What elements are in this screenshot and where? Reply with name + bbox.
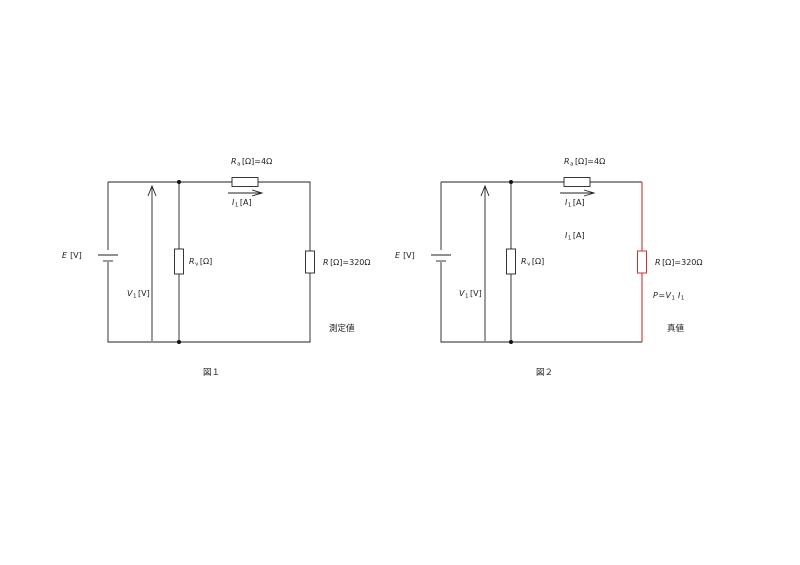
junction-node [177,340,181,344]
resistor-rv [506,248,516,275]
label-r: R[Ω]=320Ω [655,258,703,267]
label-i1-mid: I1[A] [565,231,585,242]
figure-caption: 図２ [536,368,553,378]
annotation-true-value: 真値 [667,323,685,334]
battery-symbol [98,254,118,262]
label-e: E[V] [62,251,82,260]
voltage-arrow [480,184,490,341]
battery-symbol [431,254,451,262]
resistor-r [637,250,647,274]
current-arrow [228,189,264,197]
annotation-measured: 測定値 [329,323,355,334]
label-i1: I1[A] [232,198,252,209]
label-i1-top: I1[A] [565,198,585,209]
figure-2: Ra[Ω]=4Ω I1[A] I1[A] E[V] Rv[Ω] V1[V] R[… [395,157,703,378]
current-arrow [560,189,596,197]
figure-2-wires [440,181,643,343]
label-ra: Ra[Ω]=4Ω [564,157,605,168]
resistor-r [305,250,315,274]
figure-1-wires [107,181,311,343]
junction-node [177,180,181,184]
resistor-ra [563,177,591,187]
label-ra: Ra[Ω]=4Ω [231,157,272,168]
label-r: R[Ω]=320Ω [323,258,371,267]
figure-caption: 図１ [203,368,220,378]
label-v1: V1[V] [459,289,482,300]
voltage-arrow [147,184,157,341]
label-v1: V1[V] [127,289,150,300]
junction-node [509,340,513,344]
label-rv: Rv[Ω] [521,257,544,268]
figure-1: Ra[Ω]=4Ω I1[A] E[V] Rv[Ω] V1[V] R[Ω]=320… [62,157,371,378]
resistor-rv [174,248,184,275]
junction-node [509,180,513,184]
label-rv: Rv[Ω] [189,257,212,268]
resistor-ra [231,177,259,187]
label-e: E[V] [395,251,415,260]
